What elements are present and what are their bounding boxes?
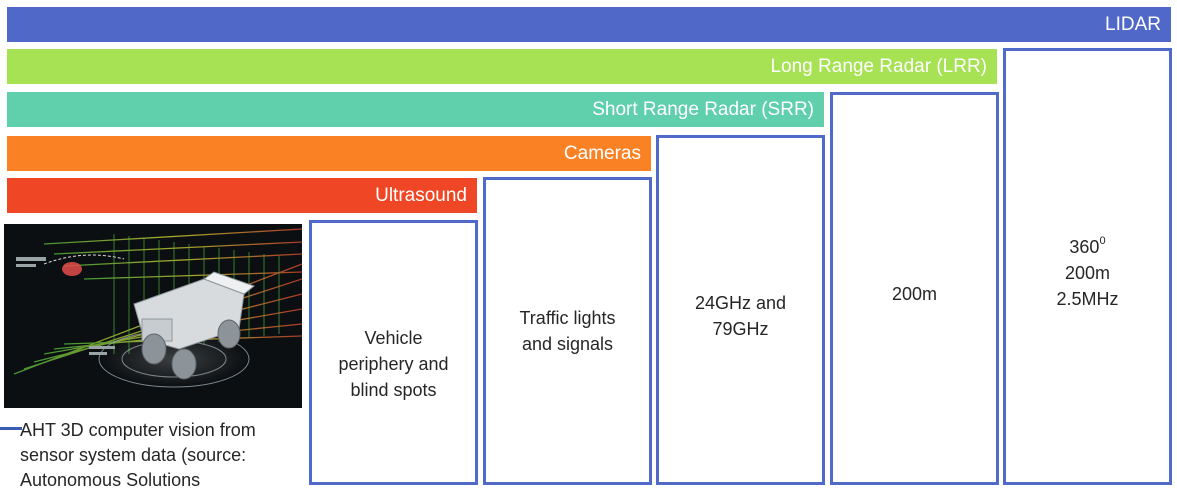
srr-bar: Short Range Radar (SRR) (7, 92, 824, 127)
ultrasound-bar: Ultrasound (7, 178, 477, 213)
cameras-bar: Cameras (7, 136, 651, 171)
srr-label: Short Range Radar (SRR) (592, 98, 814, 120)
image-caption: AHT 3D computer vision from sensor syste… (20, 420, 256, 490)
lidar-bar: LIDAR (7, 7, 1171, 42)
ultrasound-label: Ultrasound (375, 184, 467, 206)
ultrasound-desc: Vehicle periphery and blind spots (338, 327, 449, 400)
lidar-box: 3600 200m 2.5MHz (1003, 48, 1172, 485)
caption-marker (0, 427, 22, 430)
lidar-label: LIDAR (1105, 13, 1161, 35)
ultrasound-box: Vehicle periphery and blind spots (309, 220, 478, 485)
lidar-angle-sup: 0 (1099, 235, 1106, 247)
lrr-box: 200m (830, 92, 999, 485)
lidar-desc: 3600 200m 2.5MHz (1056, 234, 1118, 312)
lidar-angle: 360 (1069, 237, 1100, 257)
lrr-desc: 200m (891, 284, 938, 304)
cameras-box: Traffic lights and signals (483, 177, 652, 485)
cameras-desc: Traffic lights and signals (519, 308, 616, 354)
srr-desc: 24GHz and 79GHz (694, 293, 787, 339)
lrr-bar: Long Range Radar (LRR) (7, 49, 997, 84)
lidar-specs: 200m 2.5MHz (1056, 263, 1119, 309)
cameras-label: Cameras (563, 142, 641, 164)
srr-box: 24GHz and 79GHz (656, 135, 825, 485)
lrr-label: Long Range Radar (LRR) (770, 55, 987, 77)
haul-truck-lidar-visualization (4, 224, 302, 408)
